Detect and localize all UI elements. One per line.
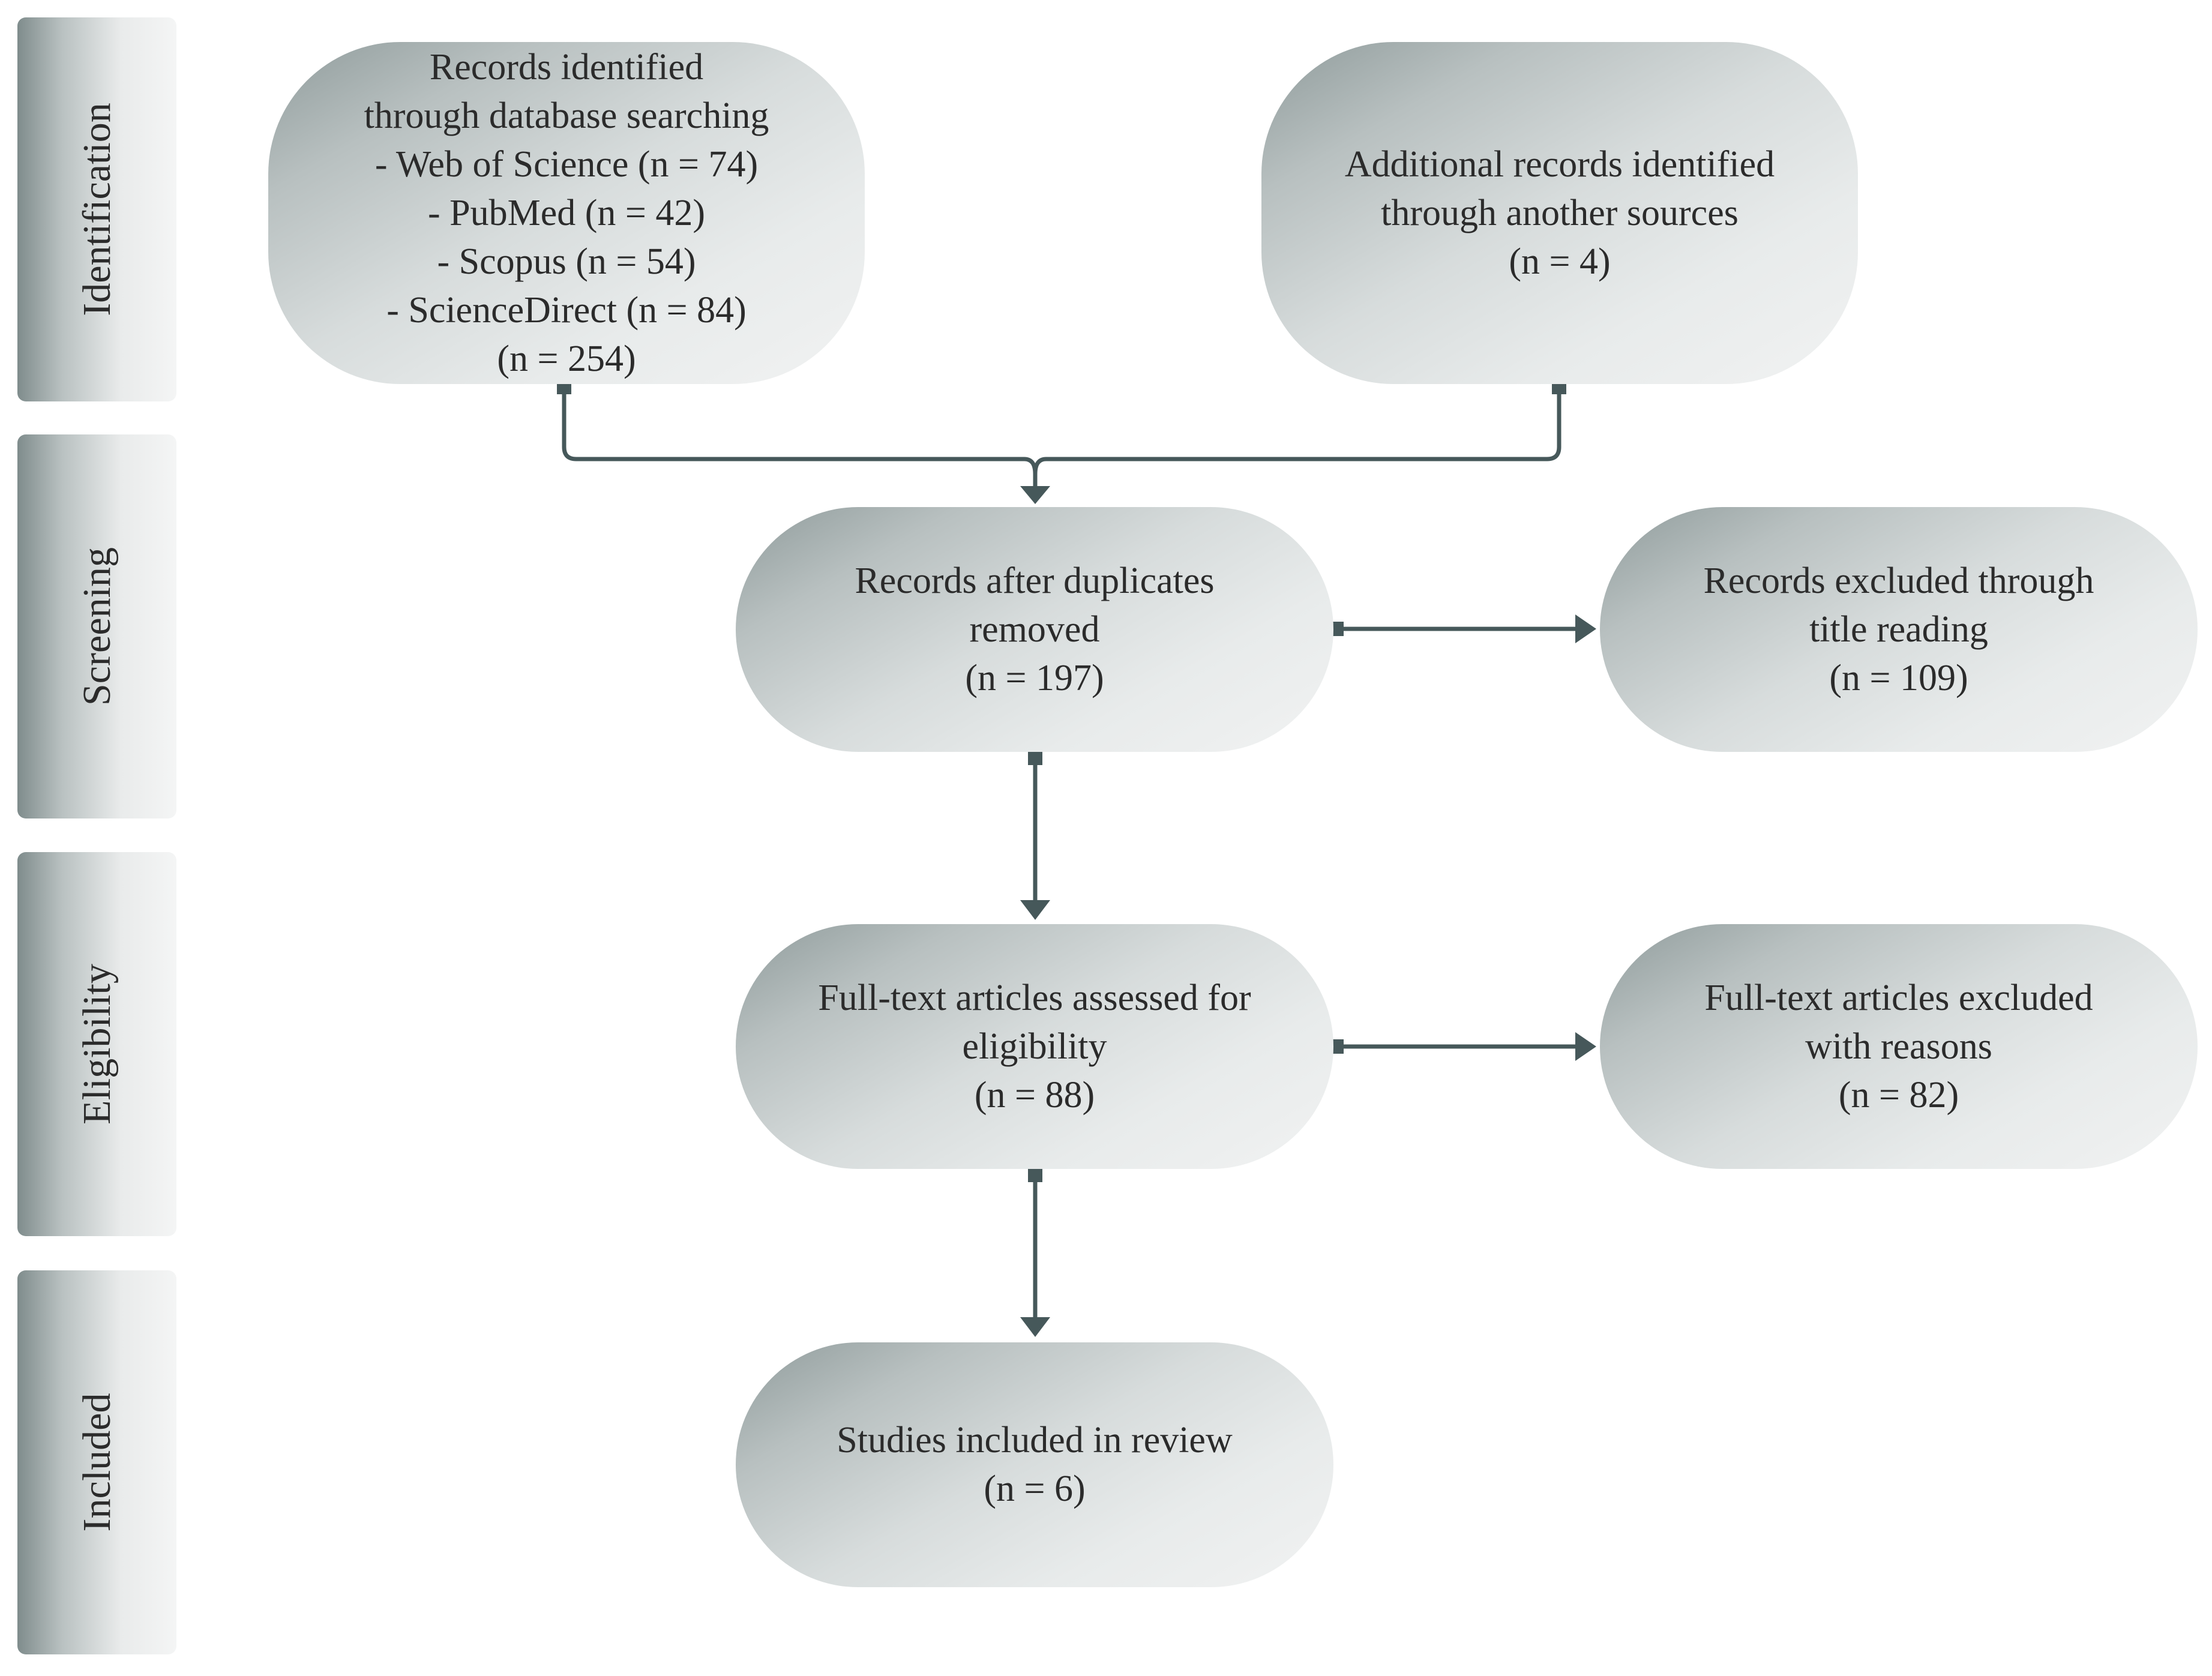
phase-screening: Screening: [17, 434, 176, 818]
connector-database-to-merge: [562, 387, 1024, 461]
phase-eligibility: Eligibility: [17, 852, 176, 1236]
box-line: Full-text articles assessed for: [818, 977, 1251, 1018]
box-line: (n = 254): [497, 338, 636, 379]
box-included-studies: Studies included in review (n = 6): [736, 1342, 1333, 1587]
connector-merge-stem: [1024, 457, 1058, 475]
box-fulltext-excluded: Full-text articles excluded with reasons…: [1600, 924, 2198, 1169]
box-line: Studies included in review: [837, 1420, 1233, 1461]
arrowhead-to-fulltext-excluded: [1575, 1032, 1596, 1061]
box-line: (n = 4): [1509, 241, 1611, 282]
box-other-sources: Additional records identified through an…: [1261, 42, 1858, 384]
box-line: (n = 6): [984, 1468, 1086, 1509]
box-line: title reading: [1809, 608, 1988, 650]
box-line: Records identified: [429, 46, 704, 88]
arrowhead-to-included: [1020, 1317, 1050, 1337]
box-database-search: Records identified through database sear…: [268, 42, 865, 384]
box-line: (n = 88): [974, 1074, 1095, 1116]
box-line: Records excluded through: [1703, 560, 2094, 601]
box-line: - ScienceDirect (n = 84): [386, 289, 747, 331]
box-line: Records after duplicates: [855, 560, 1215, 601]
connector-start-screen-down: [1028, 751, 1042, 765]
box-excluded-title: Records excluded through title reading (…: [1600, 507, 2198, 752]
arrowhead-to-screening: [1020, 486, 1050, 504]
box-fulltext-assessed: Full-text articles assessed for eligibil…: [736, 924, 1333, 1169]
box-line: (n = 197): [965, 657, 1104, 698]
box-after-duplicates: Records after duplicates removed (n = 19…: [736, 507, 1333, 752]
box-line: Additional records identified: [1344, 143, 1775, 185]
box-line: eligibility: [962, 1026, 1107, 1067]
box-line: Full-text articles excluded: [1704, 977, 2093, 1018]
box-line: with reasons: [1805, 1026, 1992, 1067]
box-line: - PubMed (n = 42): [427, 192, 706, 233]
box-line: through another sources: [1381, 192, 1739, 233]
phase-included: Included: [17, 1270, 176, 1654]
box-line: - Web of Science (n = 74): [374, 143, 759, 185]
connector-other-to-merge: [1058, 387, 1561, 461]
box-line: through database searching: [364, 95, 769, 136]
box-line: (n = 82): [1838, 1074, 1959, 1116]
arrowhead-to-excluded-title: [1575, 614, 1596, 643]
phase-identification: Identification: [17, 17, 176, 401]
connector-start-fulltext-down: [1028, 1168, 1042, 1182]
box-line: removed: [969, 608, 1100, 650]
box-line: (n = 109): [1829, 657, 1968, 698]
arrowhead-to-fulltext: [1020, 900, 1050, 920]
box-line: - Scopus (n = 54): [437, 241, 696, 282]
